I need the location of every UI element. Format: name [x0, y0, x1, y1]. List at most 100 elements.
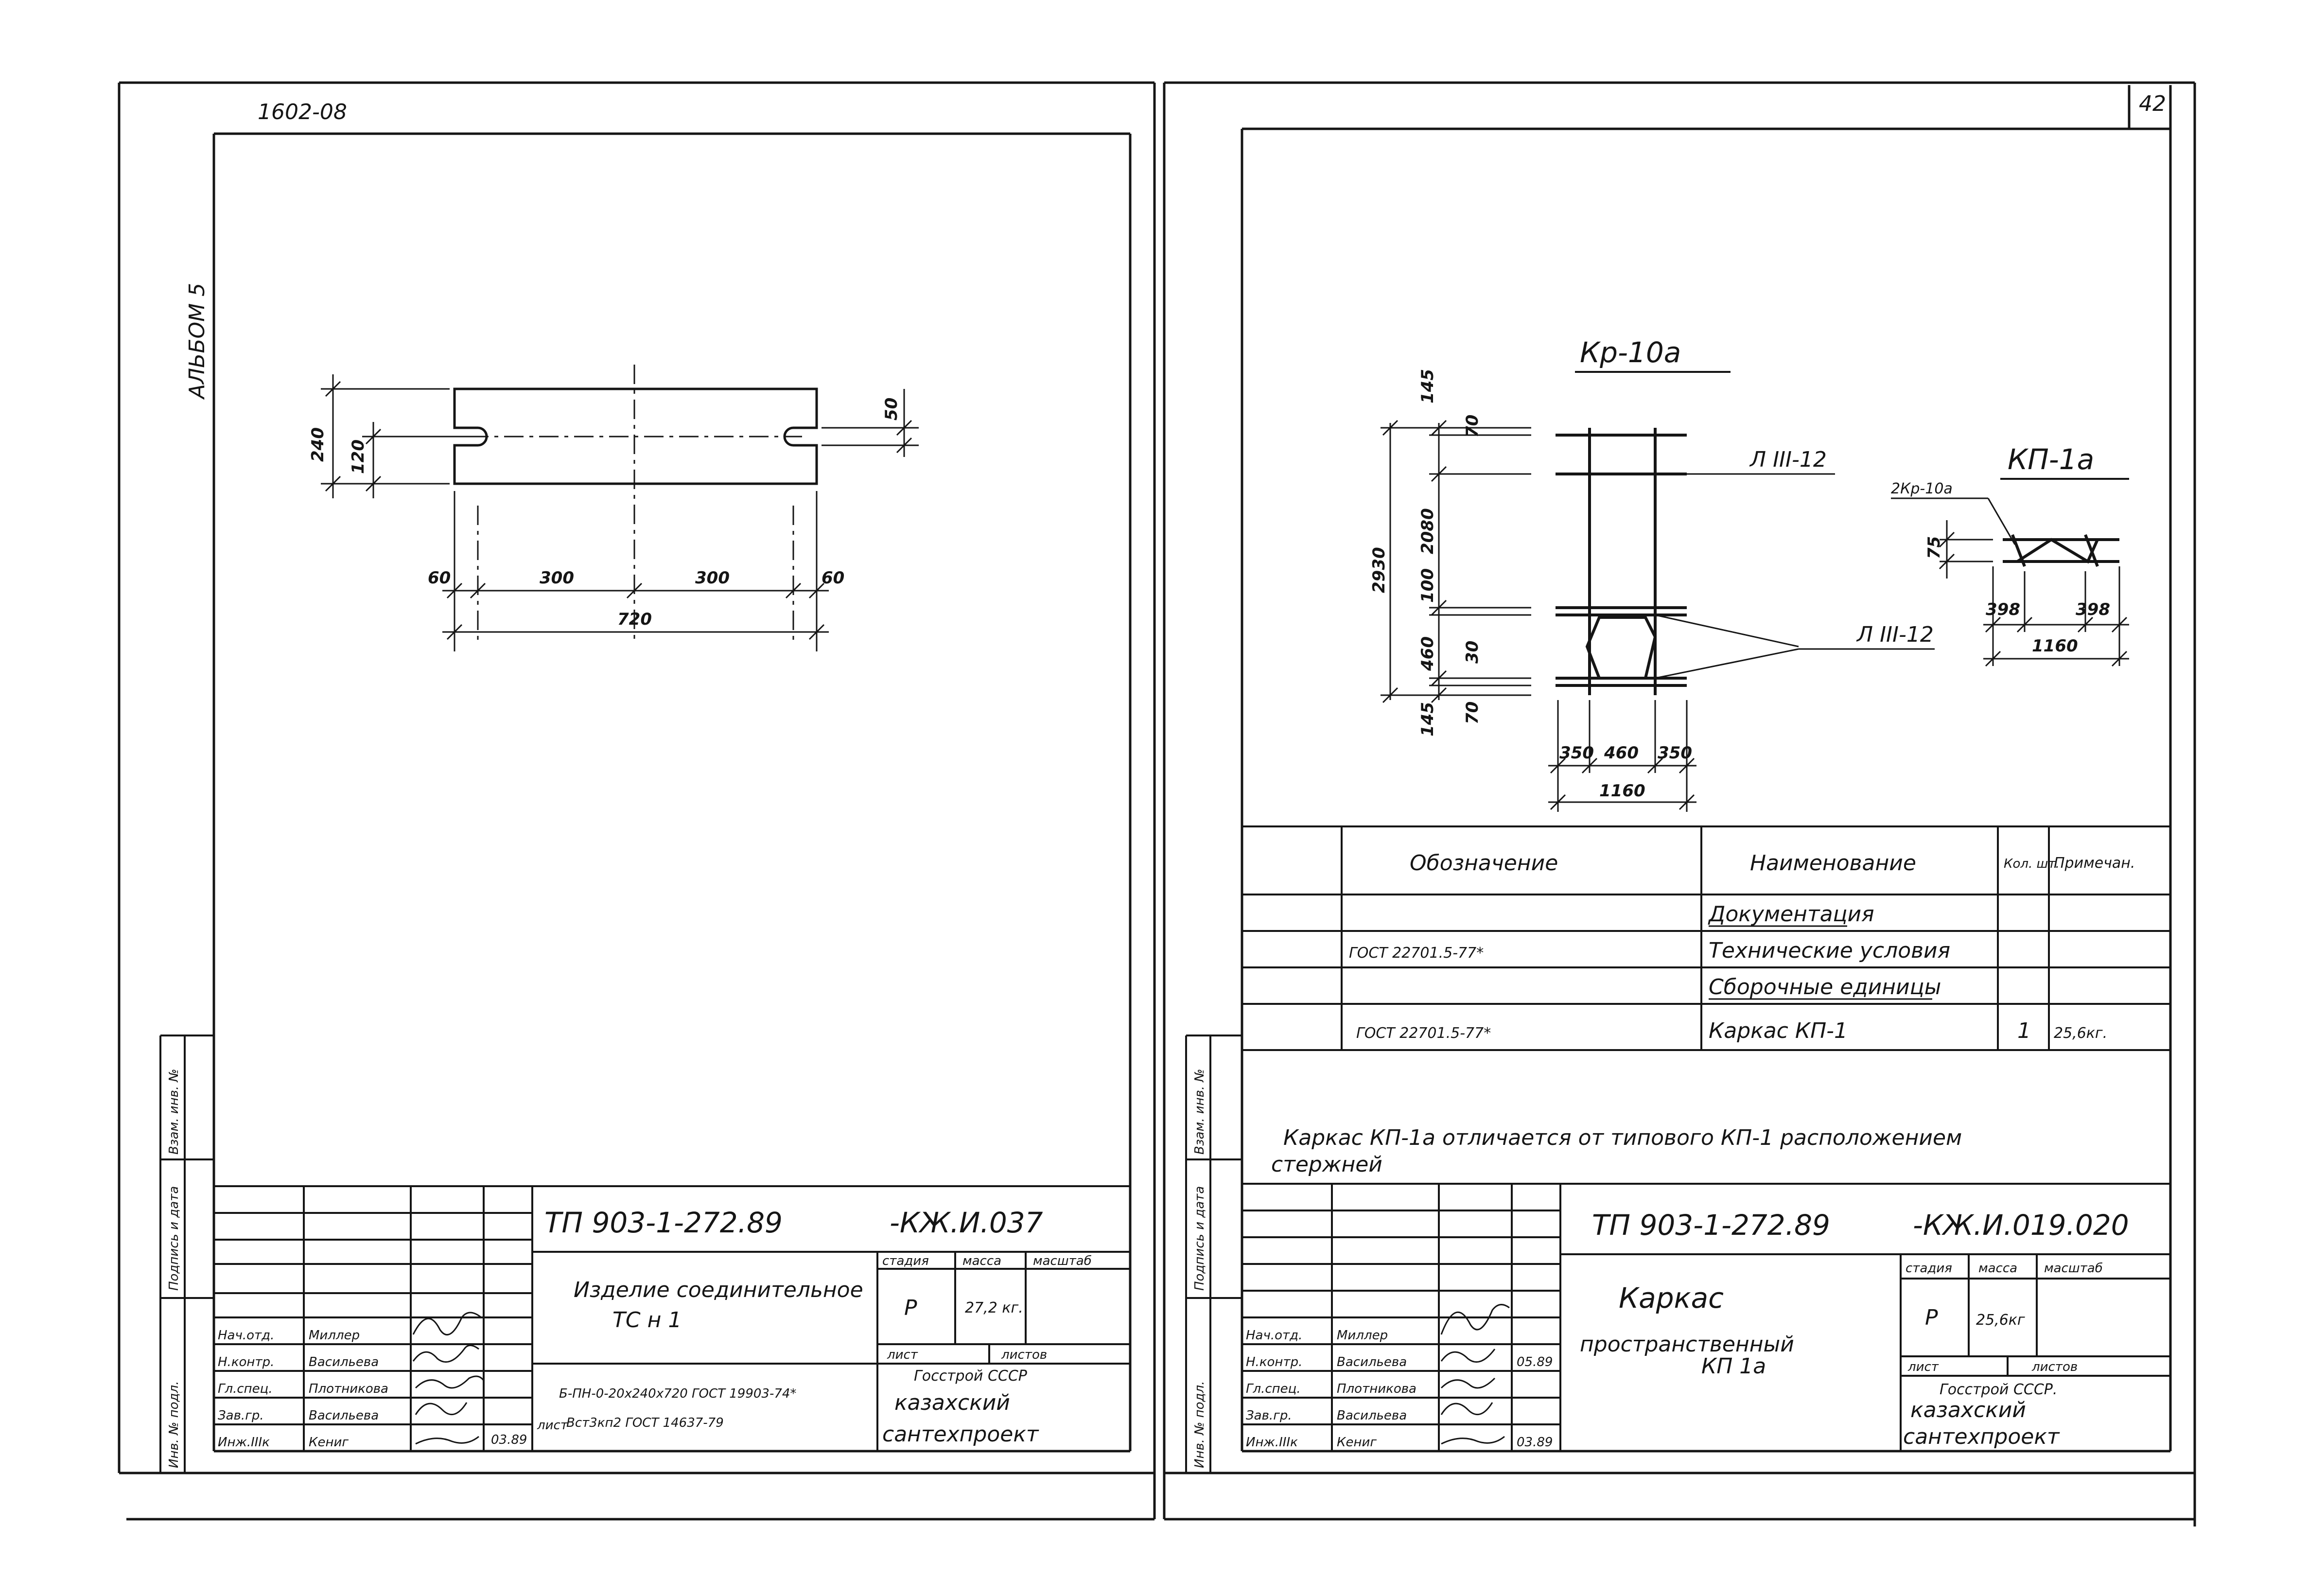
side-stamp-inv: Инв. № подл. [167, 1381, 181, 1468]
dim-145-bottom: 145 [1418, 702, 1437, 737]
right-date-1: 05.89 [1517, 1355, 1553, 1369]
side-stamp-replace: Взам. инв. № [167, 1069, 181, 1155]
left-sig-name-1: Миллер [309, 1328, 360, 1343]
kp-dim-75: 75 [1924, 536, 1944, 559]
side-stamp-sign: Подпись и дата [167, 1186, 181, 1291]
dim-60-left: 60 [428, 568, 451, 588]
left-mass-header: масса [962, 1254, 1001, 1268]
spec-header-note: Примечан. [2054, 855, 2135, 872]
left-sig-name-4: Васильева [309, 1408, 379, 1423]
right-org-3: сантехпроект [1903, 1424, 2060, 1449]
kr-count-label: 2Кр-10а [1891, 480, 1953, 497]
album-code: 1602-08 [258, 100, 347, 124]
dim-300-right: 300 [695, 568, 730, 588]
left-org-1: Госстрой СССР [914, 1368, 1028, 1385]
left-designation: ТП 903-1-272.89 [544, 1206, 783, 1239]
spec-header-qty: Кол. шт. [2004, 857, 2060, 871]
kp-dim-398-left: 398 [1986, 600, 2020, 619]
right-stage: Р [1925, 1305, 1938, 1330]
left-item-mark: ТС н 1 [612, 1308, 682, 1333]
dim-2080: 2080 [1418, 508, 1437, 554]
right-handwritten-signatures [1440, 1304, 1510, 1445]
right-sig-role-4: Зав.гр. [1246, 1408, 1292, 1423]
left-stage-header: стадия [882, 1254, 929, 1268]
dim-70-top: 70 [1463, 415, 1482, 438]
dim-350-right: 350 [1658, 743, 1692, 763]
left-code: -КЖ.И.037 [890, 1206, 1043, 1239]
right-date-2: 03.89 [1517, 1435, 1553, 1450]
rebar-label-top: Л III-12 [1749, 447, 1827, 472]
dim-70-bottom: 70 [1463, 702, 1482, 724]
dim-350-left: 350 [1559, 743, 1594, 763]
dim-1160: 1160 [1599, 781, 1645, 801]
right-org-1: Госстрой СССР. [1940, 1381, 2057, 1398]
right-item-name-3: КП 1а [1701, 1354, 1766, 1379]
left-org-2: казахский [894, 1390, 1010, 1415]
right-sig-name-3: Плотникова [1337, 1382, 1416, 1396]
right-sig-name-5: Кениг [1337, 1435, 1377, 1450]
left-sheets-header: листов [1001, 1348, 1047, 1362]
left-stage: Р [904, 1296, 917, 1320]
rebar-label-bottom: Л III-12 [1856, 622, 1934, 647]
spec-row-2-name: Технические условия [1709, 938, 1950, 963]
dim-240: 240 [308, 427, 328, 462]
dim-300-left: 300 [540, 568, 574, 588]
left-date: 03.89 [491, 1433, 527, 1447]
left-sig-role-5: Инж.IIIк [218, 1435, 270, 1450]
left-sig-name-2: Васильева [309, 1355, 379, 1369]
spec-row-4-qty: 1 [2017, 1018, 2031, 1043]
right-sheets-header: листов [2031, 1360, 2078, 1374]
right-side-stamp: Инв. № подл. Подпись и дата Взам. инв. № [1185, 1035, 1242, 1473]
side-stamp-sign-r: Подпись и дата [1192, 1186, 1207, 1291]
right-sig-role-2: Н.контр. [1246, 1355, 1302, 1369]
left-item-name: Изделие соединительное [574, 1278, 863, 1302]
right-sig-role-1: Нач.отд. [1246, 1328, 1302, 1343]
right-code: -КЖ.И.019.020 [1913, 1209, 2129, 1242]
left-sheet-header: лист [887, 1348, 918, 1362]
spec-row-2-designation: ГОСТ 22701.5-77* [1349, 945, 1484, 962]
outer-frames [118, 81, 2196, 1526]
right-sig-name-4: Васильева [1337, 1408, 1407, 1423]
spec-row-4-note: 25,6кг. [2054, 1025, 2107, 1042]
left-sig-role-1: Нач.отд. [218, 1328, 274, 1343]
spec-row-1-name: Документация [1708, 902, 1874, 927]
side-stamp-replace-r: Взам. инв. № [1192, 1069, 1207, 1155]
right-title-block: ТП 903-1-272.89 -КЖ.И.019.020 Каркас про… [1242, 1183, 2170, 1451]
kp-dim-1160: 1160 [2032, 636, 2078, 656]
right-sheet-header: лист [1907, 1360, 1939, 1374]
left-mass: 27,2 кг. [965, 1299, 1023, 1316]
spec-header-designation: Обозначение [1410, 851, 1558, 876]
right-org-2: казахский [1910, 1398, 2026, 1422]
side-stamp-inv-r: Инв. № подл. [1192, 1381, 1207, 1468]
right-sig-role-5: Инж.IIIк [1246, 1435, 1298, 1450]
dim-60-right: 60 [822, 568, 844, 588]
left-sig-name-5: Кениг [309, 1435, 349, 1450]
dim-460-v: 460 [1418, 636, 1437, 671]
album-label: АЛЬБОМ 5 [185, 283, 210, 400]
spec-header-name: Наименование [1750, 851, 1916, 876]
dim-145-top: 145 [1418, 369, 1437, 403]
kp-title: КП-1а [2008, 443, 2094, 476]
dim-100: 100 [1418, 568, 1437, 603]
kr-title: Кр-10а [1580, 336, 1681, 369]
left-side-stamp: Инв. № подл. Подпись и дата Взам. инв. № [159, 1035, 214, 1473]
left-material-1: Б-ПН-0-20х240х720 ГОСТ 19903-74* [559, 1386, 796, 1401]
dim-460: 460 [1604, 743, 1639, 763]
dim-720: 720 [617, 610, 652, 629]
dim-2930: 2930 [1369, 547, 1389, 593]
left-title-block: ТП 903-1-272.89 -КЖ.И.037 Изделие соедин… [214, 1185, 1130, 1451]
left-sig-role-4: Зав.гр. [218, 1408, 264, 1423]
right-item-name-2: пространственный [1580, 1332, 1794, 1357]
kp-1a-drawing: КП-1а 2Кр-10а [1891, 443, 2129, 667]
right-stage-header: стадия [1906, 1261, 1952, 1276]
right-inner-frame [1241, 85, 2172, 1453]
right-sig-role-3: Гл.спец. [1246, 1382, 1301, 1396]
right-item-name-1: Каркас [1619, 1281, 1724, 1315]
note-line-1: Каркас КП-1а отличается от типового КП-1… [1283, 1125, 1962, 1150]
spec-row-3-name: Сборочные единицы [1709, 975, 1941, 1000]
right-mass-header: масса [1978, 1261, 2017, 1276]
left-sig-name-3: Плотникова [309, 1382, 388, 1396]
left-inner-frame [212, 132, 1132, 1453]
